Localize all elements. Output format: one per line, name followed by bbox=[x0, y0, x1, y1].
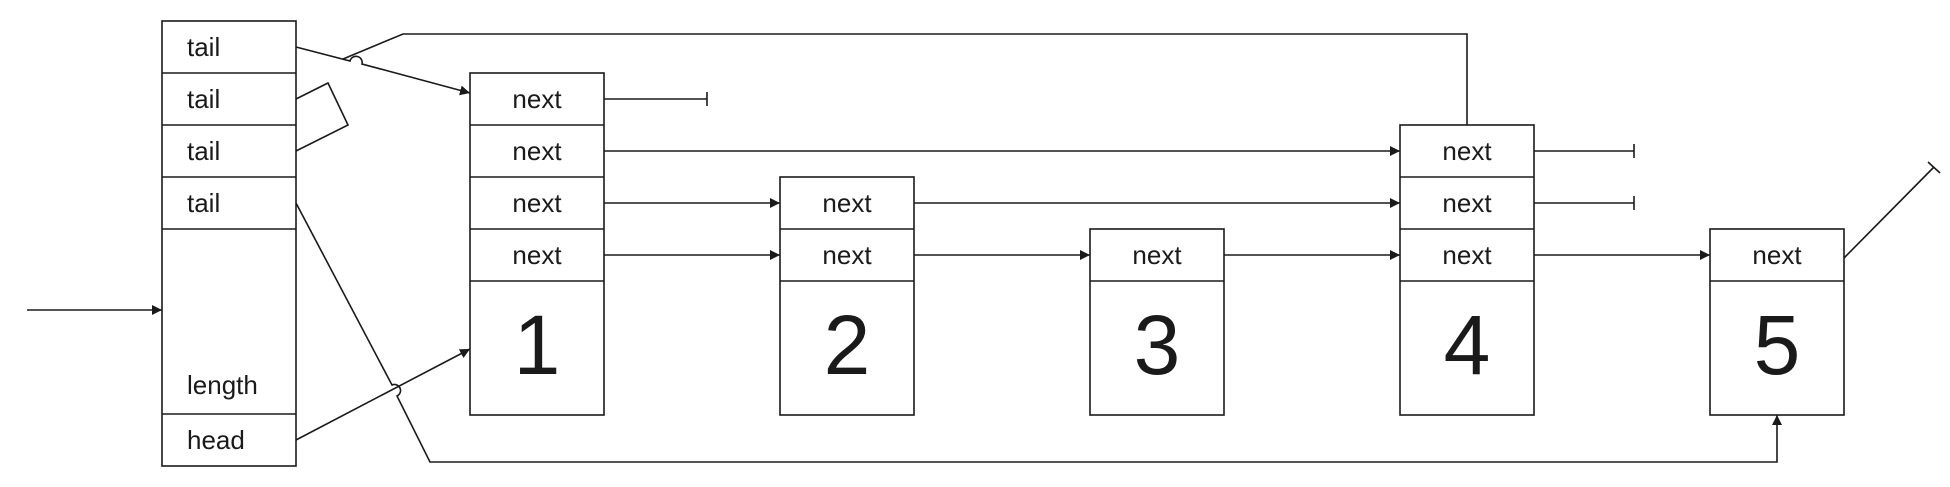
list-header-box bbox=[161, 20, 297, 467]
tail-levels-2-3-link bbox=[295, 81, 350, 152]
length-field: length bbox=[187, 370, 258, 400]
node-3-next-level-1: next bbox=[1132, 240, 1182, 270]
node-2: next next 2 bbox=[779, 176, 915, 416]
node-4-next-level-1: next bbox=[1442, 240, 1492, 270]
node-4-next-level-2: next bbox=[1442, 188, 1492, 218]
node-2-next-level-1: next bbox=[822, 240, 872, 270]
node-1-value: 1 bbox=[514, 298, 561, 392]
node-5-null-pointer bbox=[1843, 166, 1935, 259]
node-1-next-level-3: next bbox=[512, 136, 562, 166]
node-1-next-level-1: next bbox=[512, 240, 562, 270]
node-5-next-level-1: next bbox=[1752, 240, 1802, 270]
node-4-next-level-3: next bbox=[1442, 136, 1492, 166]
node-1: next next next next 1 bbox=[469, 72, 605, 416]
node-2-value: 2 bbox=[824, 298, 871, 392]
tail-level-4-to-node-1-arrow bbox=[295, 46, 471, 96]
node-4: next next next 4 bbox=[1399, 124, 1535, 416]
node-5-value: 5 bbox=[1754, 298, 1801, 392]
node-3-value: 3 bbox=[1134, 298, 1181, 392]
node-1-next-level-4: next bbox=[512, 84, 562, 114]
tail-field-level-1: tail bbox=[187, 188, 220, 218]
tail-field-level-2: tail bbox=[187, 136, 220, 166]
null-terminator bbox=[1927, 161, 1941, 174]
node-2-next-level-2: next bbox=[822, 188, 872, 218]
list-header: tail tail tail tail length head bbox=[161, 20, 297, 467]
node-1-next-level-2: next bbox=[512, 188, 562, 218]
node-5: next 5 bbox=[1709, 228, 1845, 416]
node-3: next 3 bbox=[1089, 228, 1225, 416]
tail-field-level-4: tail bbox=[187, 32, 220, 62]
tail-to-node-4-route bbox=[342, 33, 1468, 125]
tail-field-level-3: tail bbox=[187, 84, 220, 114]
node-4-value: 4 bbox=[1444, 298, 1491, 392]
head-field: head bbox=[187, 425, 245, 455]
tail-level-1-to-node-5-arrow bbox=[295, 202, 1782, 463]
head-to-node-1-arrow bbox=[295, 348, 471, 441]
